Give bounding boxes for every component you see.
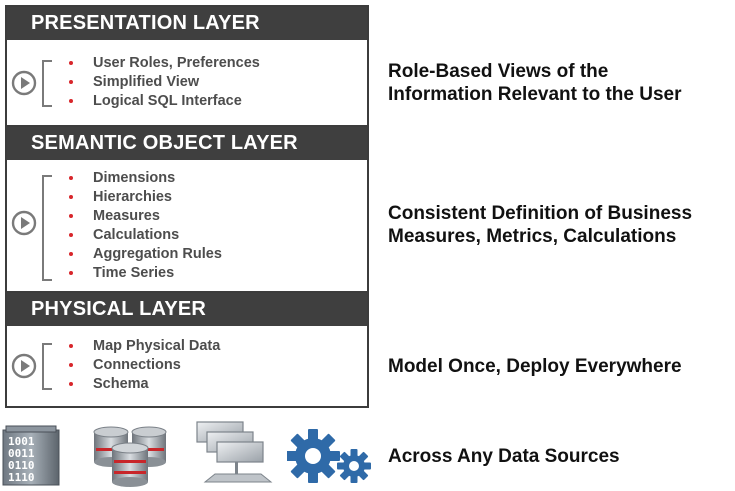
physical-caption: Model Once, Deploy Everywhere [388, 355, 682, 378]
physical-bracket [42, 343, 52, 390]
binary-row: 1001 [8, 435, 35, 448]
semantic-caption: Consistent Definition of Business Measur… [388, 202, 692, 248]
list-item: Measures [65, 207, 222, 226]
presentation-layer-header: PRESENTATION LAYER [7, 7, 367, 40]
physical-item-list: Map Physical Data Connections Schema [65, 337, 220, 394]
caption-line: Information Relevant to the User [388, 84, 682, 105]
layer-divider [7, 125, 367, 127]
semantic-bracket [42, 175, 52, 281]
layer-divider [7, 291, 367, 293]
caption-line: Consistent Definition of Business [388, 203, 693, 224]
caption-line: Model Once, Deploy Everywhere [388, 356, 682, 377]
file-server-icon [196, 421, 273, 483]
binary-row: 0011 [8, 447, 35, 460]
layer-stack-frame: PRESENTATION LAYER User Roles, Preferenc… [5, 5, 369, 408]
list-item: Connections [65, 356, 220, 375]
list-item: Map Physical Data [65, 337, 220, 356]
presentation-bracket [42, 60, 52, 107]
list-item: Time Series [65, 264, 222, 283]
gears-icon [287, 429, 371, 483]
list-item: User Roles, Preferences [65, 54, 260, 73]
database-stack-icon [93, 426, 167, 487]
list-item: Aggregation Rules [65, 245, 222, 264]
list-item: Logical SQL Interface [65, 92, 260, 111]
list-item: Dimensions [65, 169, 222, 188]
semantic-layer-header: SEMANTIC OBJECT LAYER [7, 127, 367, 160]
play-circle-icon [11, 70, 37, 96]
physical-layer-header: PHYSICAL LAYER [7, 293, 367, 326]
binary-data-building-icon: 1001 0011 0110 1110 [2, 425, 60, 486]
caption-line: Role-Based Views of the [388, 61, 609, 82]
list-item: Calculations [65, 226, 222, 245]
caption-line: Measures, Metrics, Calculations [388, 226, 677, 247]
list-item: Hierarchies [65, 188, 222, 207]
play-circle-icon [11, 210, 37, 236]
play-circle-icon [11, 353, 37, 379]
data-sources-caption: Across Any Data Sources [388, 446, 620, 467]
list-item: Simplified View [65, 73, 260, 92]
binary-row: 0110 [8, 459, 35, 472]
presentation-item-list: User Roles, Preferences Simplified View … [65, 54, 260, 111]
binary-row: 1110 [8, 471, 35, 484]
semantic-item-list: Dimensions Hierarchies Measures Calculat… [65, 169, 222, 283]
list-item: Schema [65, 375, 220, 394]
presentation-caption: Role-Based Views of the Information Rele… [388, 60, 682, 106]
